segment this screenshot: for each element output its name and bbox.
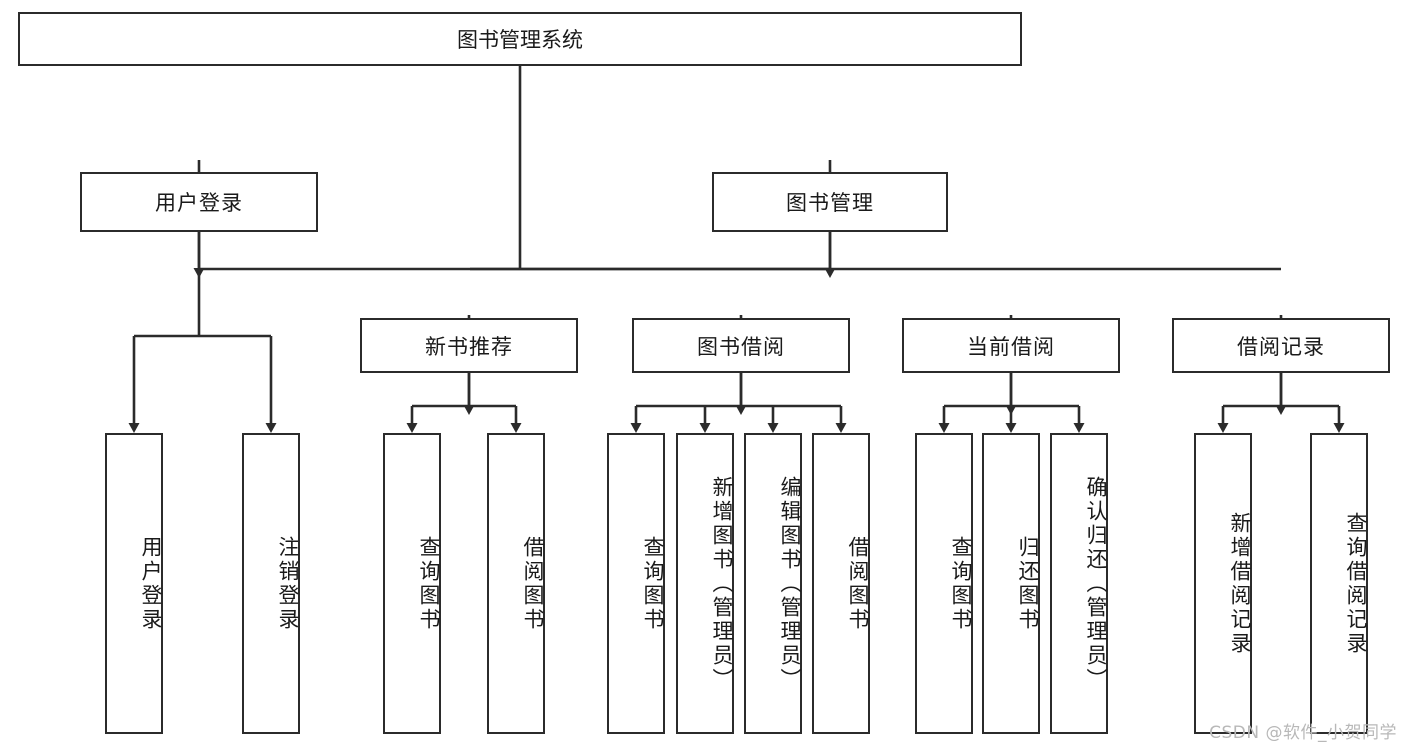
node-borrow-record[interactable]: 借阅记录 <box>1172 318 1390 373</box>
node-label: 新书推荐 <box>425 334 513 359</box>
leaf-current-query-book[interactable]: 查询图书 <box>915 433 973 734</box>
node-label: 图书借阅 <box>697 334 785 359</box>
node-label: 新增借阅记录 <box>1228 511 1252 656</box>
node-label: 归还图书 <box>1016 535 1040 632</box>
node-label: 借阅图书 <box>521 535 545 632</box>
node-user-login[interactable]: 用户登录 <box>80 172 318 232</box>
leaf-borrow-borrow-book[interactable]: 借阅图书 <box>812 433 870 734</box>
node-label: 新增图书（管理员） <box>710 475 734 692</box>
leaf-current-return-book[interactable]: 归还图书 <box>982 433 1040 734</box>
node-label: 查询借阅记录 <box>1344 511 1368 656</box>
leaf-borrow-add-book-admin[interactable]: 新增图书（管理员） <box>676 433 734 734</box>
leaf-current-confirm-return-admin[interactable]: 确认归还（管理员） <box>1050 433 1108 734</box>
node-book-management[interactable]: 图书管理 <box>712 172 948 232</box>
node-book-borrow[interactable]: 图书借阅 <box>632 318 850 373</box>
node-root-system[interactable]: 图书管理系统 <box>18 12 1022 66</box>
leaf-user-login-signin[interactable]: 用户登录 <box>105 433 163 734</box>
node-label: 图书管理系统 <box>457 28 583 52</box>
leaf-record-query-borrow-record[interactable]: 查询借阅记录 <box>1310 433 1368 734</box>
leaf-recommend-borrow-book[interactable]: 借阅图书 <box>487 433 545 734</box>
watermark-credit: CSDN @软件_小贺同学 <box>1209 723 1397 743</box>
node-label: 用户登录 <box>139 535 163 632</box>
node-label: 查询图书 <box>417 535 441 632</box>
leaf-record-add-borrow-record[interactable]: 新增借阅记录 <box>1194 433 1252 734</box>
node-new-book-recommend[interactable]: 新书推荐 <box>360 318 578 373</box>
node-label: 当前借阅 <box>967 334 1055 359</box>
leaf-borrow-query-book[interactable]: 查询图书 <box>607 433 665 734</box>
node-label: 查询图书 <box>949 535 973 632</box>
node-label: 编辑图书（管理员） <box>778 475 802 692</box>
node-label: 用户登录 <box>155 191 243 215</box>
node-label: 借阅记录 <box>1237 334 1325 359</box>
node-label: 图书管理 <box>786 191 874 215</box>
node-label: 借阅图书 <box>846 535 870 632</box>
leaf-borrow-edit-book-admin[interactable]: 编辑图书（管理员） <box>744 433 802 734</box>
node-current-borrow[interactable]: 当前借阅 <box>902 318 1120 373</box>
leaf-user-login-signout[interactable]: 注销登录 <box>242 433 300 734</box>
node-label: 注销登录 <box>276 535 300 632</box>
node-label: 查询图书 <box>641 535 665 632</box>
node-label: 确认归还（管理员） <box>1084 475 1108 692</box>
leaf-recommend-query-book[interactable]: 查询图书 <box>383 433 441 734</box>
